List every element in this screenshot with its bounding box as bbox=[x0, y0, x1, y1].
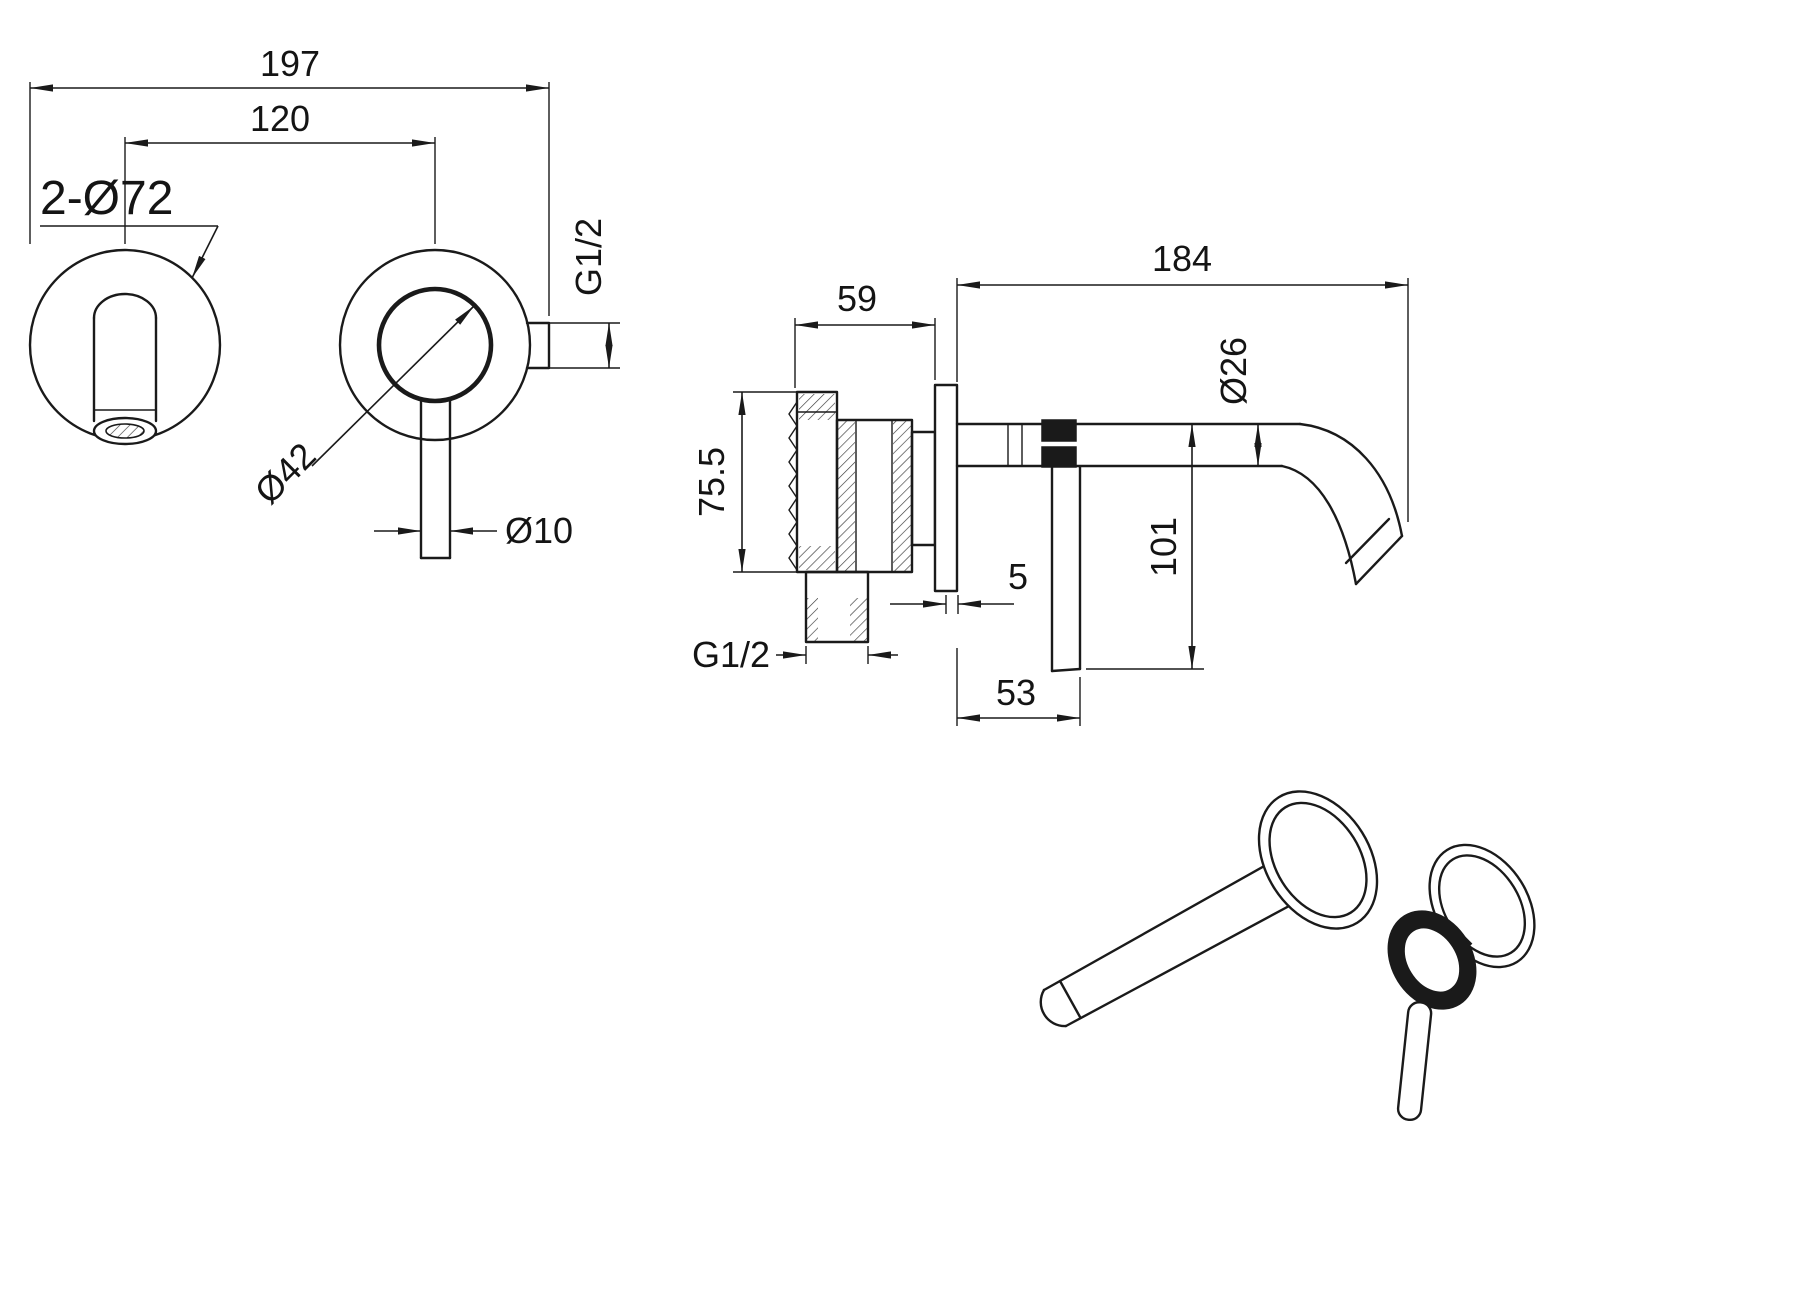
perspective-knurled-knob bbox=[1387, 910, 1477, 1010]
side-dim-outlet-thread: G1/2 bbox=[692, 634, 898, 675]
side-dim-lever-drop-label: 101 bbox=[1143, 517, 1184, 577]
side-dim-outlet-thread-label: G1/2 bbox=[692, 634, 770, 675]
front-dim-lever-diameter: Ø10 bbox=[374, 510, 573, 551]
front-spout-escutcheon bbox=[28, 248, 222, 446]
side-outlet-pipe bbox=[804, 570, 870, 644]
front-dim-inlet-thread-label: G1/2 bbox=[568, 218, 609, 296]
perspective-lever bbox=[1396, 1001, 1433, 1122]
side-knurled-ring-top bbox=[1041, 419, 1077, 442]
front-dim-lever-diameter-label: Ø10 bbox=[505, 510, 573, 551]
front-dim-total-width: 197 bbox=[29, 43, 550, 316]
side-dim-concealed-depth: 59 bbox=[794, 278, 936, 388]
front-label-escutcheon-diameter: 2-Ø72 bbox=[40, 172, 219, 279]
side-dim-concealed-depth-label: 59 bbox=[837, 278, 877, 319]
side-dim-spout-reach: 184 bbox=[956, 238, 1409, 522]
side-dim-lever-offset: 53 bbox=[956, 648, 1081, 726]
front-inlet-stub bbox=[525, 321, 551, 370]
front-aerator bbox=[105, 423, 145, 439]
front-label-handle-diameter: Ø42 bbox=[247, 305, 475, 512]
side-dim-spout-diameter-label: Ø26 bbox=[1213, 337, 1254, 405]
front-label-handle-diameter-text: Ø42 bbox=[247, 435, 324, 512]
side-dim-plate-offset-label: 5 bbox=[1008, 556, 1028, 597]
side-valve-body bbox=[788, 390, 937, 644]
front-handle-knob bbox=[376, 286, 494, 404]
side-dim-body-height-label: 75.5 bbox=[691, 447, 732, 517]
front-dim-total-width-label: 197 bbox=[260, 43, 320, 84]
side-dim-body-height: 75.5 bbox=[691, 391, 806, 573]
perspective-view bbox=[1039, 790, 1536, 1122]
side-handle-lever bbox=[1050, 465, 1082, 673]
front-handle-escutcheon bbox=[338, 248, 551, 560]
side-wall-plate bbox=[933, 383, 959, 593]
front-label-escutcheon-diameter-text: 2-Ø72 bbox=[40, 172, 173, 225]
side-knurled-ring-bottom bbox=[1041, 446, 1077, 468]
side-dim-spout-diameter: Ø26 bbox=[1213, 337, 1262, 466]
side-view: 184 59 75.5 bbox=[691, 238, 1409, 726]
side-dim-lever-drop: 101 bbox=[1086, 424, 1204, 670]
perspective-spout bbox=[1039, 854, 1306, 1028]
side-dim-plate-offset: 5 bbox=[890, 556, 1028, 614]
side-spout bbox=[955, 419, 1404, 586]
perspective-spout-escutcheon bbox=[1257, 790, 1379, 930]
front-view: 197 120 2-Ø72 bbox=[28, 43, 620, 560]
side-dim-spout-reach-label: 184 bbox=[1152, 238, 1212, 279]
front-dim-center-distance-label: 120 bbox=[250, 98, 310, 139]
front-dim-inlet-thread: G1/2 bbox=[549, 218, 620, 369]
side-dim-lever-offset-label: 53 bbox=[996, 672, 1036, 713]
front-dim-center-distance: 120 bbox=[124, 98, 436, 244]
